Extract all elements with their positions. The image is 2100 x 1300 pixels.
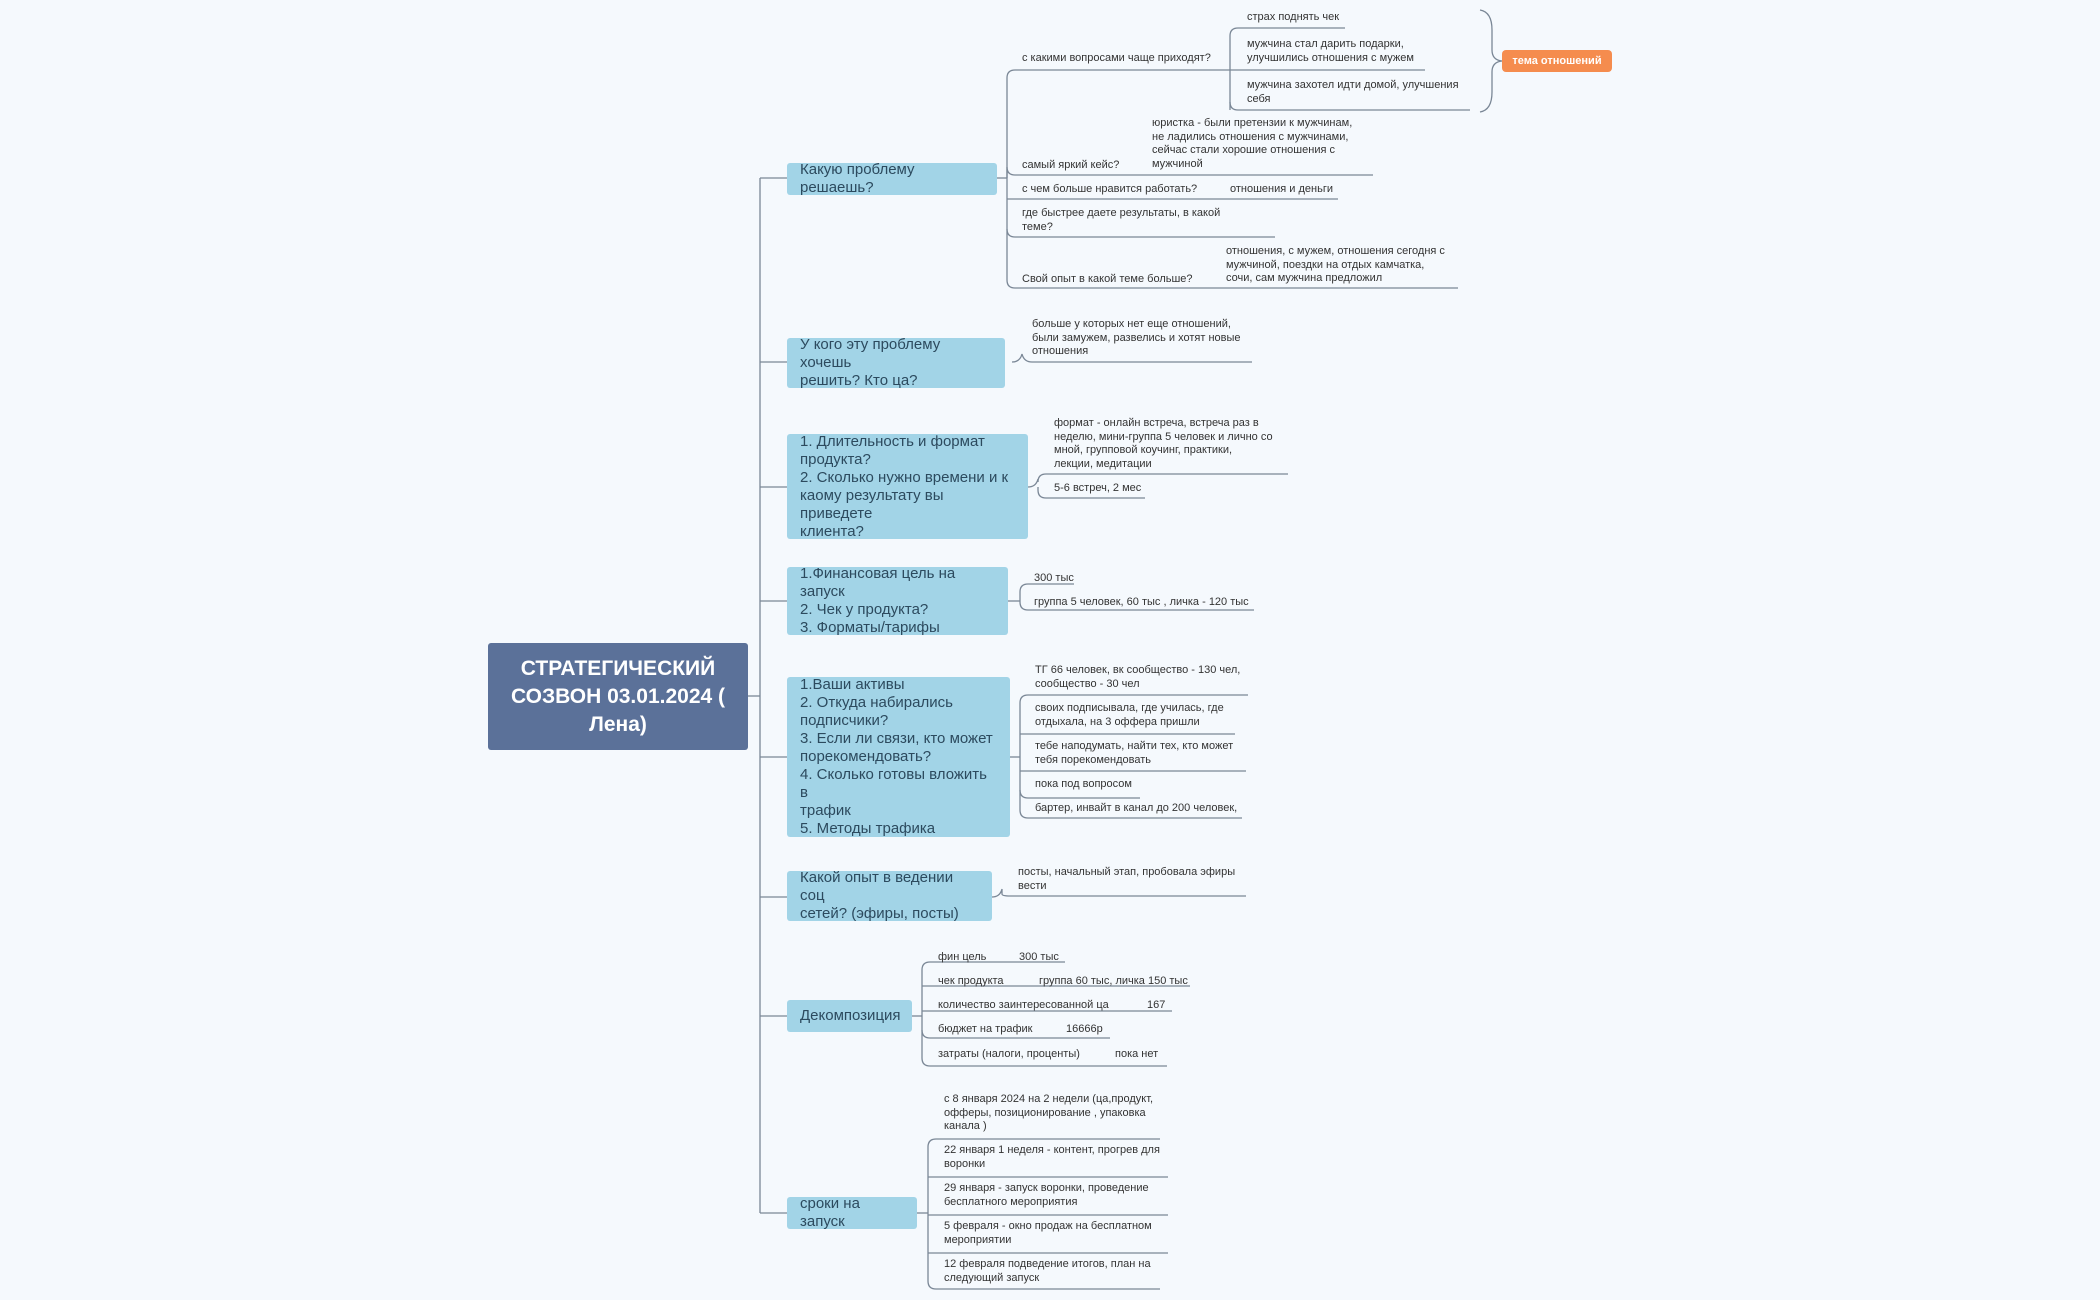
- topic-decomposition[interactable]: Декомпозиция: [787, 1000, 912, 1032]
- leaf-budget-answer[interactable]: пока под вопросом: [1035, 778, 1132, 790]
- leaf-like-work-answer[interactable]: отношения и деньги: [1230, 183, 1333, 195]
- leaf-brightest-case[interactable]: самый яркий кейс?: [1022, 159, 1120, 171]
- leaf-traffic-methods-answer[interactable]: бартер, инвайт в канал до 200 человек,: [1035, 802, 1238, 814]
- topic-product-format[interactable]: 1. Длительность и формат продукта? 2. Ск…: [787, 433, 1028, 540]
- leaf-goal-amount[interactable]: 300 тыс: [1034, 572, 1074, 584]
- leaf-traffic-budget[interactable]: бюджет на трафик: [938, 1023, 1033, 1035]
- leaf-format-answer[interactable]: формат - онлайн встреча, встреча раз в н…: [1054, 417, 1273, 470]
- leaf-like-work[interactable]: с чем больше нравится работать?: [1022, 183, 1198, 195]
- topic-financial-goal[interactable]: 1.Финансовая цель на запуск 2. Чек у про…: [787, 565, 1008, 636]
- leaf-timeline-jan22[interactable]: 22 января 1 неделя - контент, прогрев дл…: [944, 1144, 1160, 1170]
- central-topic[interactable]: СТРАТЕГИЧЕСКИЙ СОЗВОН 03.01.2024 ( Лена): [488, 643, 748, 750]
- leaf-tariffs[interactable]: группа 5 человек, 60 тыс , личка - 120 т…: [1034, 596, 1249, 608]
- topic-launch-timeline[interactable]: сроки на запуск: [787, 1195, 917, 1230]
- leaf-fin-goal-value[interactable]: 300 тыс: [1019, 951, 1059, 963]
- leaf-fin-goal[interactable]: фин цель: [938, 951, 987, 963]
- leaf-social-answer[interactable]: посты, начальный этап, пробовала эфиры в…: [1018, 866, 1236, 892]
- topic-assets[interactable]: 1.Ваши активы 2. Откуда набирались подпи…: [787, 676, 1010, 837]
- leaf-faster-results[interactable]: где быстрее даете результаты, в какой те…: [1022, 207, 1221, 233]
- leaf-brightest-case-answer[interactable]: юристка - были претензии к мужчинам, не …: [1152, 117, 1353, 170]
- leaf-check[interactable]: чек продукта: [938, 975, 1004, 987]
- leaf-own-experience-answer[interactable]: отношения, с мужем, отношения сегодня с …: [1226, 245, 1445, 284]
- leaf-sub-fear[interactable]: страх поднять чек: [1247, 11, 1340, 23]
- leaf-costs[interactable]: затраты (налоги, проценты): [938, 1048, 1080, 1060]
- topic-problem[interactable]: Какую проблему решаешь?: [787, 161, 997, 196]
- leaf-sub-gifts[interactable]: мужчина стал дарить подарки, улучшились …: [1247, 38, 1414, 64]
- leaf-timeline-feb5[interactable]: 5 февраля - окно продаж на бесплатном ме…: [944, 1220, 1152, 1246]
- topic-social-experience[interactable]: Какой опыт в ведении соц сетей? (эфиры, …: [787, 869, 992, 922]
- leaf-sub-home[interactable]: мужчина захотел идти домой, улучшения се…: [1247, 79, 1459, 105]
- topic-target-audience[interactable]: У кого эту проблему хочешь решить? Кто ц…: [787, 336, 1005, 389]
- leaf-connections-answer[interactable]: тебе наподумать, найти тех, кто может те…: [1035, 740, 1234, 766]
- leaf-interested-count-value[interactable]: 167: [1147, 999, 1166, 1011]
- leaf-costs-value[interactable]: пока нет: [1115, 1048, 1159, 1060]
- leaf-meetings-count[interactable]: 5-6 встреч, 2 мес: [1054, 482, 1142, 494]
- leaf-own-experience[interactable]: Свой опыт в какой теме больше?: [1022, 273, 1193, 285]
- leaf-audience-answer[interactable]: больше у которых нет еще отношений, были…: [1032, 318, 1241, 357]
- relationship-theme-tag[interactable]: тема отношений: [1502, 50, 1612, 72]
- leaf-question-frequent[interactable]: с какими вопросами чаще приходят?: [1022, 52, 1211, 64]
- leaf-timeline-jan8[interactable]: с 8 января 2024 на 2 недели (ца,продукт,…: [944, 1093, 1154, 1132]
- leaf-subscribers-answer[interactable]: своих подписывала, где училась, где отды…: [1035, 702, 1224, 728]
- leaf-check-value[interactable]: группа 60 тыс, личка 150 тыс: [1039, 975, 1188, 987]
- leaf-timeline-jan29[interactable]: 29 января - запуск воронки, проведение б…: [944, 1182, 1149, 1208]
- leaf-interested-count[interactable]: количество заинтересованной ца: [938, 999, 1109, 1011]
- leaf-traffic-budget-value[interactable]: 16666р: [1066, 1023, 1103, 1035]
- leaf-assets-answer[interactable]: ТГ 66 человек, вк сообщество - 130 чел, …: [1035, 664, 1241, 690]
- leaf-timeline-feb12[interactable]: 12 февраля подведение итогов, план на сл…: [944, 1258, 1151, 1284]
